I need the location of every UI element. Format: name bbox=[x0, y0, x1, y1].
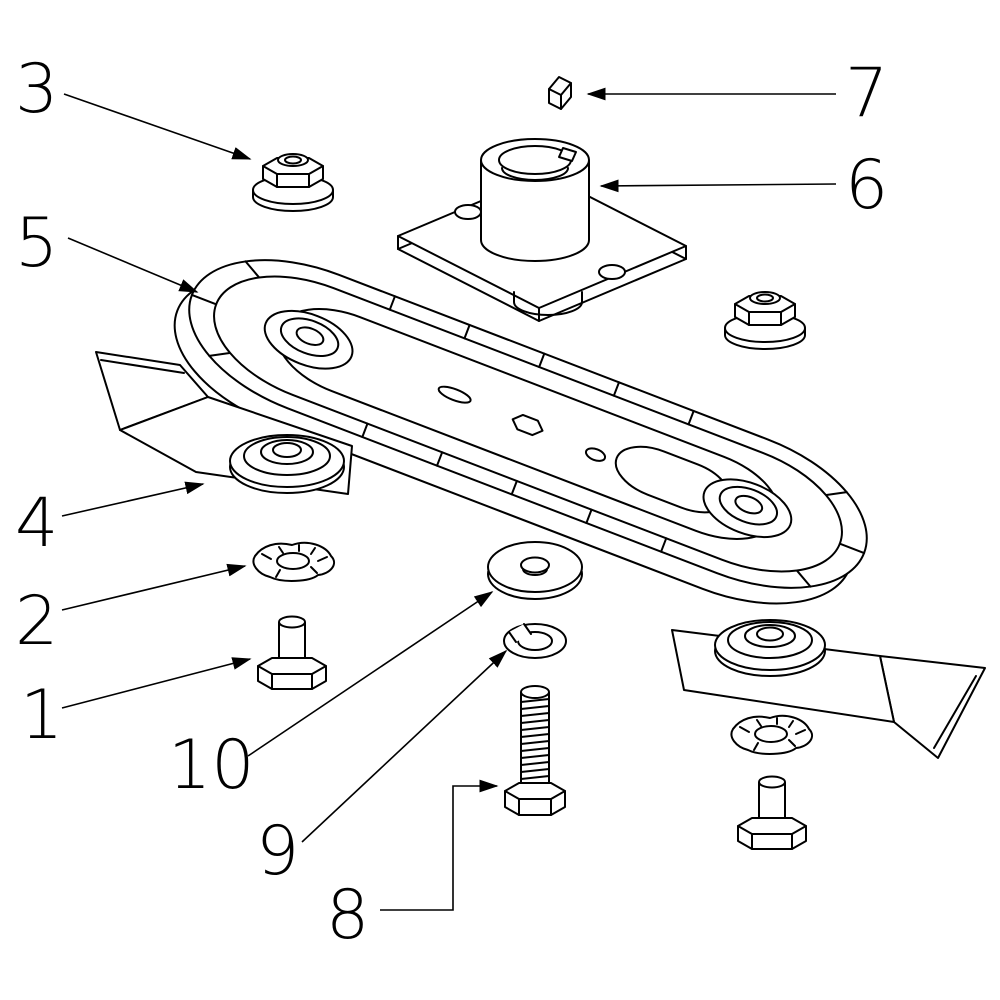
lock-washer-drawing bbox=[504, 624, 566, 658]
leader-8 bbox=[380, 779, 499, 910]
callout-label-8: 8 bbox=[326, 876, 369, 955]
adapter-cylinder bbox=[481, 160, 589, 261]
hex-bolt-right-drawing bbox=[737, 775, 807, 850]
leader-6 bbox=[599, 179, 836, 193]
wave-washer-left-drawing bbox=[252, 541, 336, 582]
carrier-small-hole bbox=[584, 446, 607, 463]
callout-label-7: 7 bbox=[845, 54, 888, 133]
hex-bolt-center-drawing bbox=[505, 686, 565, 815]
callout-label-5: 5 bbox=[15, 204, 58, 283]
carrier-center-hole bbox=[510, 412, 545, 438]
callout-label-3: 3 bbox=[15, 50, 58, 129]
leader-2 bbox=[62, 563, 247, 610]
callout-label-10: 10 bbox=[168, 726, 255, 805]
leader-4 bbox=[62, 481, 205, 516]
adapter-flange-hole-right bbox=[599, 265, 625, 279]
leader-3 bbox=[64, 94, 252, 159]
callout-label-2: 2 bbox=[15, 582, 58, 661]
adapter-flange-hole-left bbox=[455, 205, 481, 219]
callout-label-6: 6 bbox=[845, 146, 888, 225]
flange-lock-nut-top-drawing bbox=[252, 153, 334, 212]
leader-lines bbox=[62, 87, 836, 910]
carrier-right-boss bbox=[695, 468, 799, 548]
swing-blade-left-drawing bbox=[96, 352, 352, 494]
carrier-inner-rim bbox=[196, 251, 861, 597]
blade-right-bushing bbox=[715, 620, 825, 676]
carrier-rim-facets bbox=[166, 228, 889, 620]
carrier-slot-hole bbox=[437, 383, 473, 405]
adapter-keyway-notch bbox=[559, 148, 576, 161]
callout-label-9: 9 bbox=[256, 812, 299, 891]
flat-washer-drawing bbox=[488, 542, 582, 599]
swing-blade-right-drawing bbox=[672, 620, 985, 758]
blade-right-wing bbox=[880, 656, 985, 758]
leader-10 bbox=[248, 591, 494, 756]
drive-key-drawing bbox=[549, 77, 571, 109]
carrier-left-boss bbox=[257, 300, 361, 380]
blade-adapter-drawing bbox=[398, 139, 686, 321]
adapter-bore-depth bbox=[502, 168, 568, 180]
leader-1 bbox=[62, 657, 252, 708]
callout-label-4: 4 bbox=[15, 484, 58, 563]
blade-right-wing-edge bbox=[934, 676, 976, 748]
flange-lock-nut-right-drawing bbox=[724, 291, 806, 350]
blade-carrier-drawing bbox=[152, 225, 890, 638]
bolt-threads bbox=[521, 699, 549, 779]
adapter-under-hub bbox=[514, 292, 582, 315]
adapter-bore bbox=[499, 146, 571, 174]
leader-5 bbox=[68, 238, 199, 292]
leader-9 bbox=[302, 649, 508, 842]
wave-washer-right-drawing bbox=[730, 714, 814, 755]
blade-left-bushing bbox=[230, 435, 344, 493]
callout-label-1: 1 bbox=[20, 676, 63, 755]
hex-bolt-left-drawing bbox=[257, 615, 327, 690]
blade-left-wing-edge bbox=[101, 360, 184, 373]
